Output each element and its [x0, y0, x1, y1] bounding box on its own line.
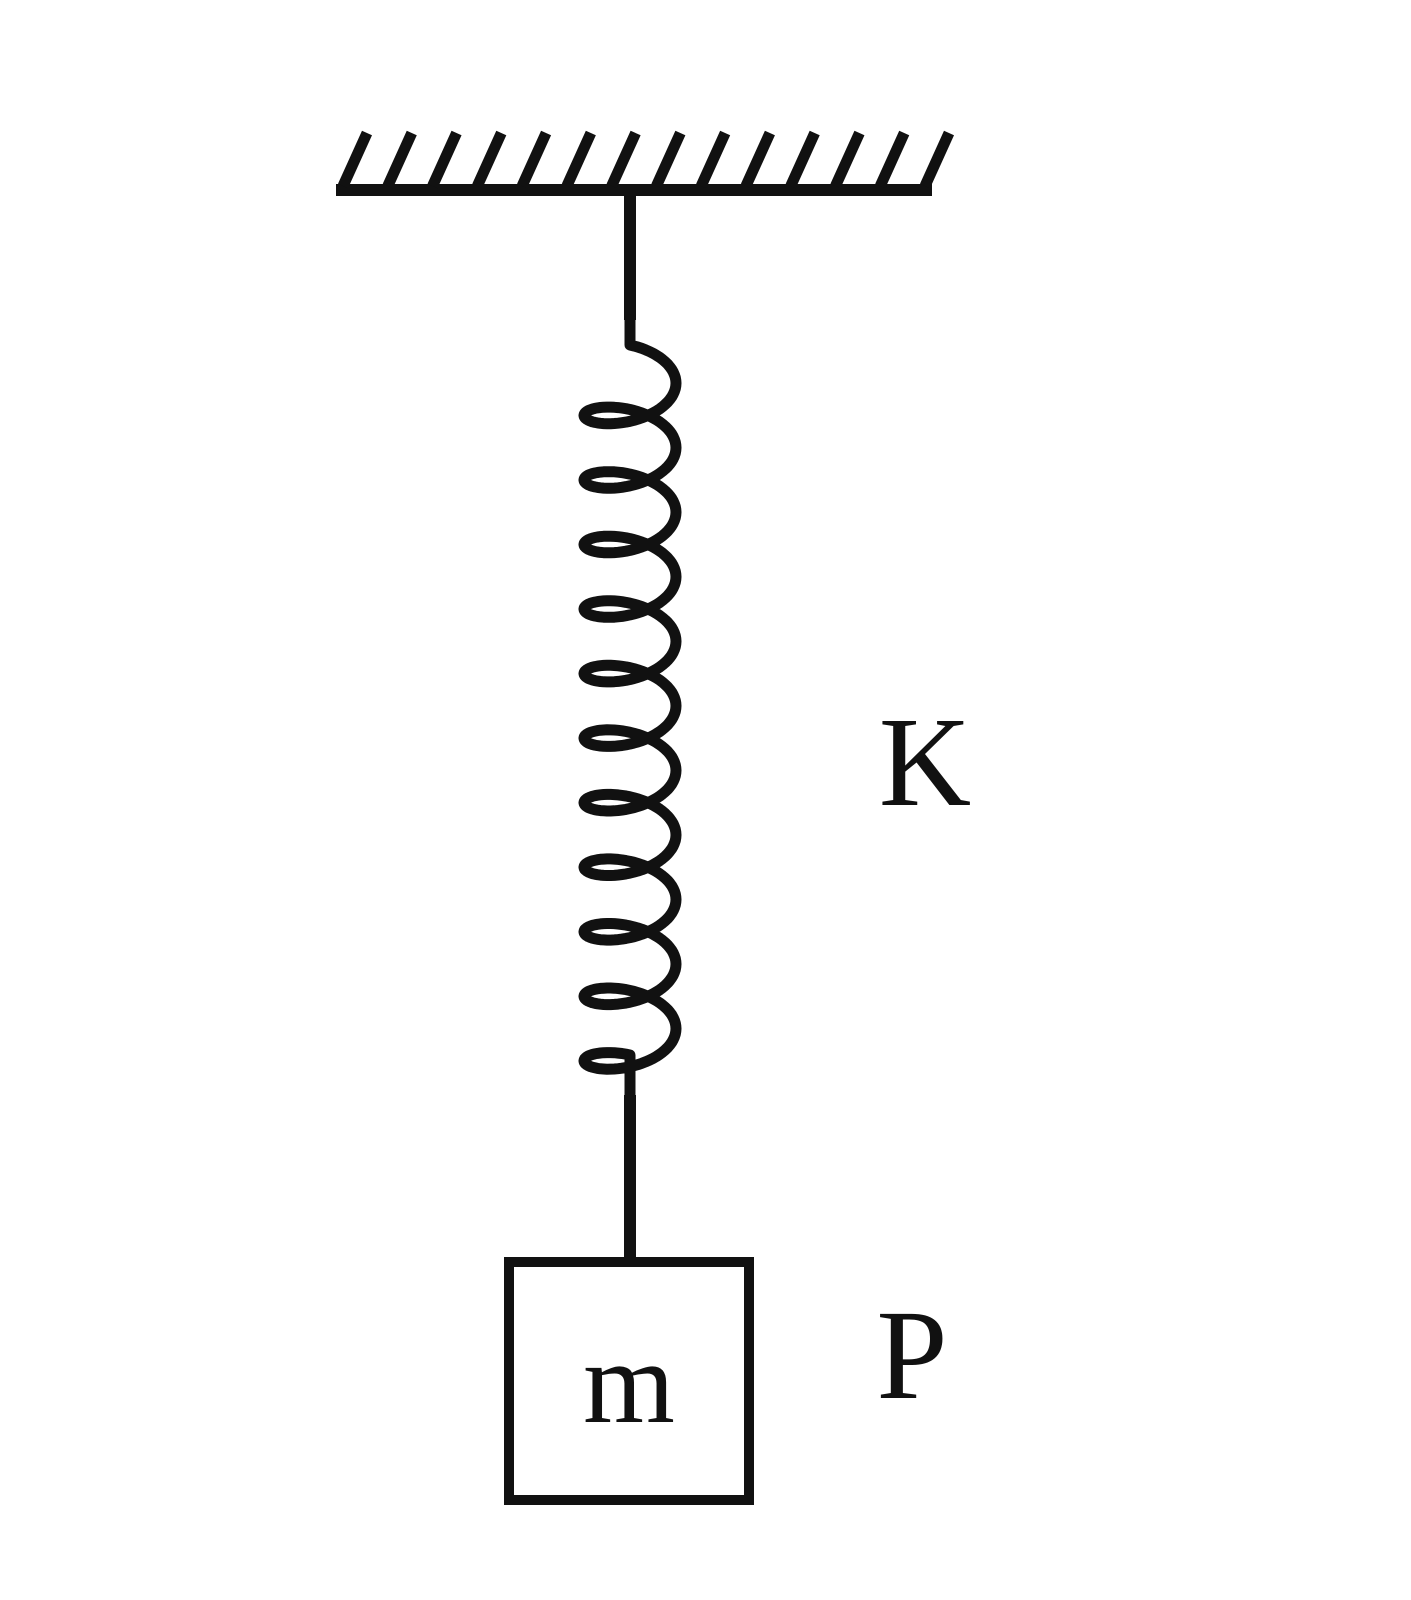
spring-coil — [578, 314, 682, 1101]
ceiling-support — [336, 130, 955, 196]
hatch-mark — [337, 130, 373, 189]
hatch-mark — [651, 130, 686, 189]
hatch-mark — [382, 130, 417, 189]
hatch-mark — [785, 130, 820, 189]
hatch-mark — [875, 130, 910, 189]
hatch-mark — [740, 130, 775, 189]
hatch-mark — [472, 130, 507, 189]
hatch-mark — [517, 130, 552, 189]
spring-constant-label: K — [879, 691, 971, 833]
point-label: P — [876, 1284, 947, 1426]
mass-block — [504, 1257, 754, 1505]
hatch-mark — [561, 130, 596, 189]
hatch-mark — [606, 130, 641, 189]
hatch-mark — [427, 130, 462, 189]
mass-label: m — [583, 1317, 675, 1448]
ceiling-hatch — [337, 130, 955, 189]
hatch-mark — [919, 130, 955, 189]
hatch-mark — [696, 130, 731, 189]
hatch-mark — [830, 130, 865, 189]
